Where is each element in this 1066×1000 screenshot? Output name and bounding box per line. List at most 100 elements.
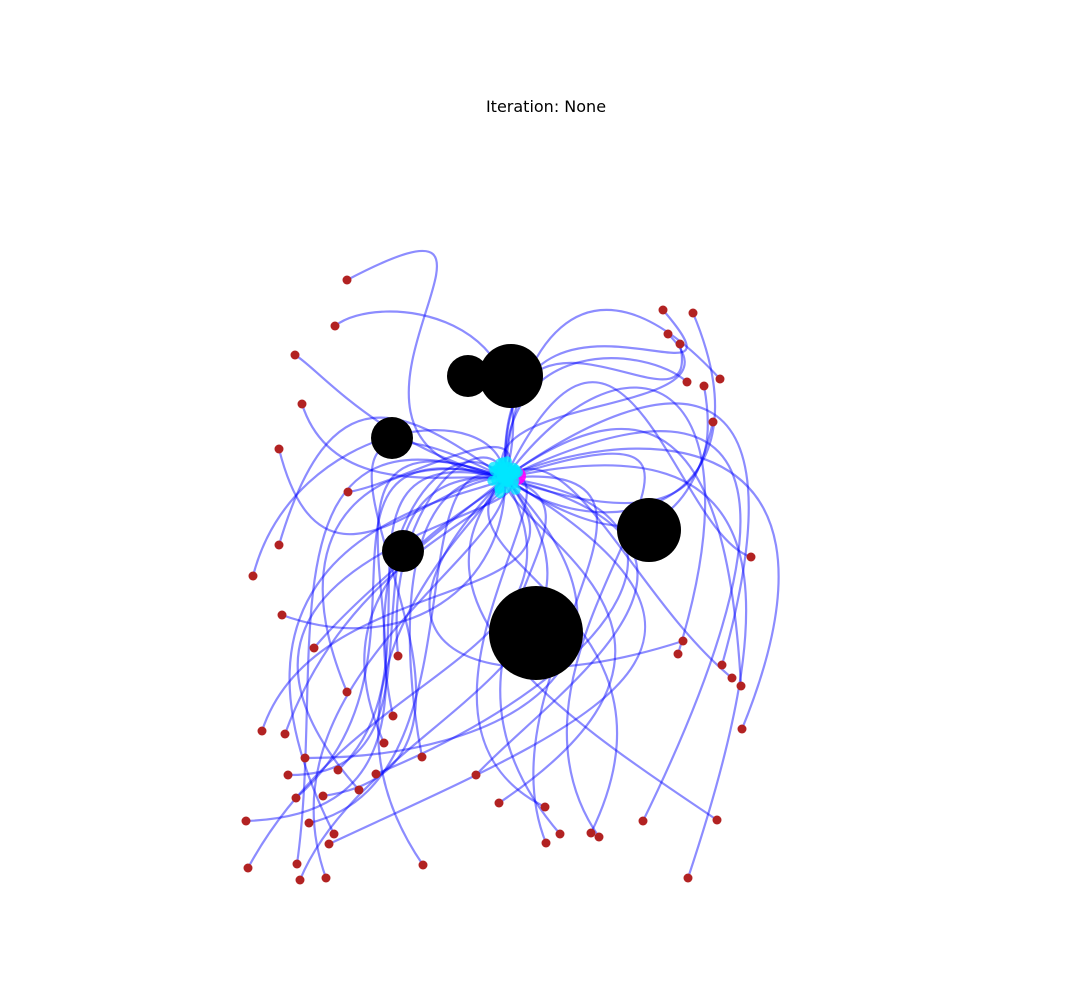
trajectory-path <box>503 357 688 479</box>
trajectory-path <box>346 249 506 480</box>
start-point <box>333 765 343 775</box>
start-point <box>343 487 353 497</box>
start-point <box>241 816 251 826</box>
start-point <box>330 321 340 331</box>
trajectory-layer <box>245 249 780 881</box>
goal-marker <box>487 475 498 486</box>
start-point <box>471 770 481 780</box>
start-point <box>683 873 693 883</box>
start-point <box>658 305 668 315</box>
start-point <box>393 651 403 661</box>
start-point <box>342 275 352 285</box>
trajectory-path <box>281 477 507 630</box>
trajectory-path <box>298 477 549 881</box>
trajectory-path <box>504 464 748 879</box>
plot-title: Iteration: None <box>486 97 606 116</box>
start-point <box>688 308 698 318</box>
start-point <box>292 859 302 869</box>
trajectory-path <box>475 476 639 776</box>
start-point <box>324 839 334 849</box>
obstacle-circle <box>371 417 413 459</box>
goal-marker <box>488 461 499 472</box>
trajectory-path <box>295 467 506 799</box>
trajectory-path <box>287 476 506 777</box>
obstacle-circle <box>479 344 543 408</box>
start-point <box>309 643 319 653</box>
start-point <box>541 838 551 848</box>
start-point <box>717 660 727 670</box>
trajectory-path <box>382 460 506 717</box>
start-point <box>248 571 258 581</box>
trajectory-path <box>245 460 506 823</box>
obstacle-layer <box>371 344 681 680</box>
start-point <box>295 875 305 885</box>
start-point <box>594 832 604 842</box>
start-point <box>736 681 746 691</box>
trajectory-path <box>500 333 686 479</box>
trajectory-path <box>504 381 752 559</box>
trajectory-path <box>375 476 629 776</box>
goal-marker <box>508 479 519 490</box>
start-point <box>283 770 293 780</box>
start-point <box>638 816 648 826</box>
trajectory-path <box>260 477 532 732</box>
trajectory-path <box>295 458 506 865</box>
start-point <box>371 769 381 779</box>
start-point <box>673 649 683 659</box>
trajectory-path <box>475 475 546 808</box>
trajectory-path <box>504 402 750 666</box>
start-point <box>297 399 307 409</box>
obstacle-circle <box>617 498 681 562</box>
trajectory-path <box>504 430 742 822</box>
start-point <box>418 860 428 870</box>
trajectory-path <box>312 477 507 879</box>
trajectory-path <box>504 427 743 687</box>
start-point <box>727 673 737 683</box>
start-point <box>712 815 722 825</box>
trajectory-path <box>300 403 506 480</box>
trajectory-path <box>321 467 506 693</box>
trajectory-path <box>304 477 579 760</box>
start-point <box>540 802 550 812</box>
goal-marker <box>497 462 508 473</box>
goal-cluster <box>487 456 526 499</box>
trajectory-path <box>498 477 617 804</box>
start-point <box>321 873 331 883</box>
trajectory-path <box>296 477 513 791</box>
trajectory-path <box>408 476 506 758</box>
start-point <box>257 726 267 736</box>
trajectory-path <box>328 477 647 845</box>
start-point <box>318 791 328 801</box>
start-point <box>675 339 685 349</box>
goal-marker <box>513 467 523 478</box>
start-point <box>715 374 725 384</box>
trajectory-path <box>504 386 707 655</box>
start-point <box>388 711 398 721</box>
trajectory-path <box>277 448 506 536</box>
start-point <box>277 610 287 620</box>
trajectory-path <box>337 471 506 771</box>
start-point <box>243 863 253 873</box>
start-point <box>379 738 389 748</box>
start-point <box>274 444 284 454</box>
trajectory-path <box>247 477 529 869</box>
trajectory-path <box>504 475 599 844</box>
start-point <box>494 798 504 808</box>
start-point <box>329 829 339 839</box>
start-point <box>663 329 673 339</box>
start-point <box>417 752 427 762</box>
start-point-layer <box>241 275 756 885</box>
trajectory-path <box>504 312 717 514</box>
trajectory-path <box>277 416 506 546</box>
trajectory-path <box>334 310 514 479</box>
start-point <box>699 381 709 391</box>
start-point <box>586 828 596 838</box>
start-point <box>708 417 718 427</box>
trajectory-path <box>294 354 506 480</box>
start-point <box>291 793 301 803</box>
start-point <box>555 829 565 839</box>
trajectory-path <box>395 456 507 657</box>
trajectory-path <box>288 477 506 835</box>
